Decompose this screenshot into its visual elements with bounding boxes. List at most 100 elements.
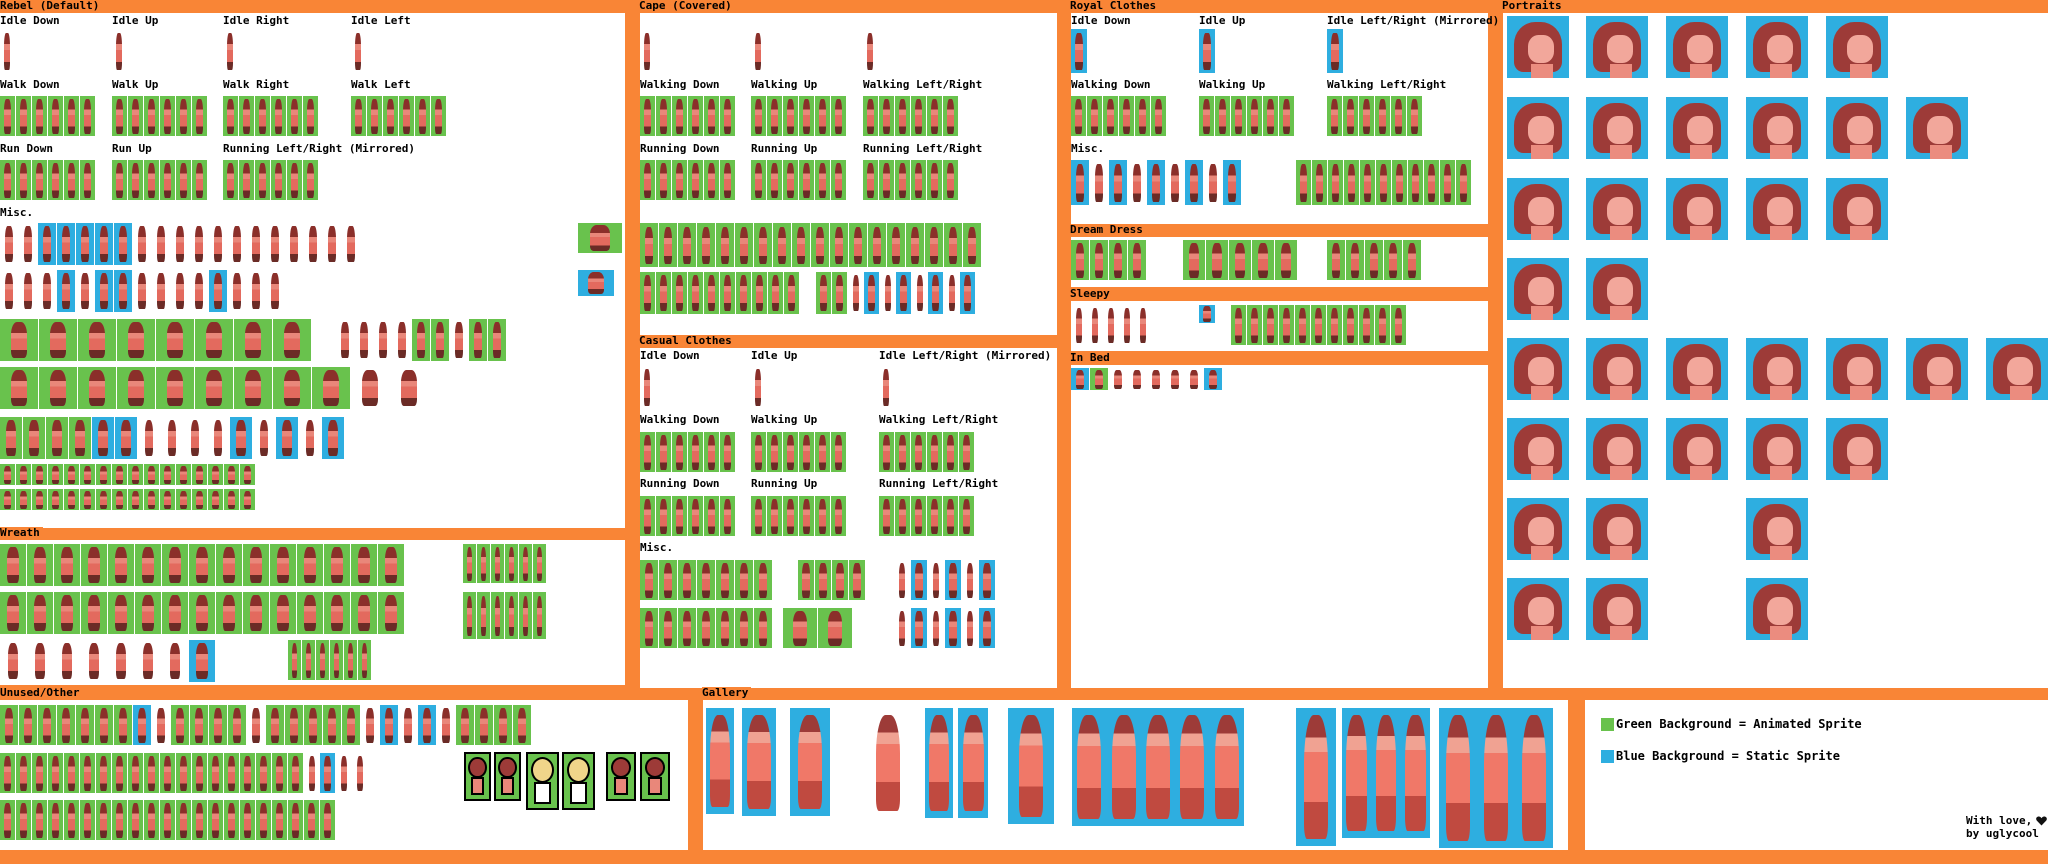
sprite-frame <box>393 319 411 361</box>
sprite-frame <box>848 272 863 314</box>
sprite-frame <box>323 223 341 265</box>
sprite-row <box>1199 96 1295 136</box>
portrait <box>1826 178 1888 240</box>
static-sprite-frame <box>911 608 927 648</box>
sprite-row <box>640 160 736 200</box>
animated-sprite-frame <box>1071 96 1086 136</box>
animated-sprite-frame <box>799 96 814 136</box>
animated-sprite-frame <box>767 432 782 472</box>
animated-sprite-frame <box>494 705 512 745</box>
animated-sprite-frame <box>303 96 318 136</box>
animated-sprite-frame <box>463 544 476 583</box>
animated-sprite-frame <box>0 96 15 136</box>
sprite-frame <box>1185 368 1203 390</box>
sprite-row <box>640 96 736 136</box>
animated-sprite-frame <box>1392 160 1407 205</box>
portrait <box>1666 418 1728 480</box>
animated-sprite-frame <box>156 319 194 361</box>
section-title-cape: Cape (Covered) <box>639 0 735 13</box>
sprite-frame <box>1204 160 1222 205</box>
animated-sprite-frame <box>640 432 655 472</box>
animated-sprite-frame <box>324 592 350 634</box>
sprite-frame <box>81 640 107 682</box>
animated-sprite-frame <box>302 640 315 680</box>
static-sprite-frame <box>945 560 961 600</box>
animated-sprite-frame <box>879 96 894 136</box>
sprite-frame <box>450 319 468 361</box>
static-sprite-frame <box>1199 305 1215 323</box>
animated-sprite-frame <box>1229 240 1251 280</box>
animated-sprite-frame <box>688 96 703 136</box>
animated-sprite-frame <box>735 560 753 600</box>
animated-sprite-frame <box>176 96 191 136</box>
animated-sprite-frame <box>1311 305 1326 345</box>
sprite-frame <box>152 705 170 745</box>
legend-static-swatch <box>1601 750 1614 763</box>
animated-sprite-frame <box>48 160 63 200</box>
label-casual-idle-down: Idle Down <box>640 349 700 362</box>
animated-sprite-frame <box>1103 96 1118 136</box>
static-sprite-frame <box>960 272 975 314</box>
animated-sprite-frame <box>96 464 111 485</box>
animated-sprite-frame <box>533 544 546 583</box>
animated-sprite-frame <box>144 753 159 793</box>
sprite-frame <box>207 417 229 459</box>
animated-sprite-frame <box>1247 96 1262 136</box>
animated-sprite-frame <box>128 464 143 485</box>
sprite-frame <box>351 367 389 409</box>
animated-sprite-frame <box>640 560 658 600</box>
animated-sprite-frame <box>688 272 703 314</box>
sprite-row <box>751 29 766 73</box>
animated-sprite-frame <box>963 223 981 267</box>
portrait <box>1586 418 1648 480</box>
animated-sprite-frame <box>32 753 47 793</box>
legend-animated-swatch <box>1601 718 1614 731</box>
sprite-row <box>640 29 655 73</box>
animated-sprite-frame <box>209 705 227 745</box>
animated-sprite-frame <box>108 592 134 634</box>
animated-sprite-frame <box>431 319 449 361</box>
animated-sprite-frame <box>1090 240 1108 280</box>
animated-sprite-frame <box>505 544 518 583</box>
animated-sprite-frame <box>128 160 143 200</box>
sprite-row <box>288 640 372 680</box>
sprite-row <box>816 272 976 314</box>
portrait <box>1826 97 1888 159</box>
sprite-frame <box>162 640 188 682</box>
sprite-frame <box>1147 368 1165 390</box>
animated-sprite-frame <box>1384 240 1402 280</box>
sprite-row <box>1199 305 1216 323</box>
animated-sprite-frame <box>288 800 303 840</box>
animated-sprite-frame <box>32 489 47 510</box>
gallery-artwork <box>790 708 830 816</box>
animated-sprite-frame <box>160 96 175 136</box>
sprite-frame <box>0 29 14 73</box>
sprite-frame <box>112 29 126 73</box>
portrait <box>1586 498 1648 560</box>
animated-sprite-frame <box>32 160 47 200</box>
animated-sprite-frame <box>849 223 867 267</box>
animated-sprite-frame <box>160 800 175 840</box>
gallery-artwork <box>1072 708 1244 826</box>
animated-sprite-frame <box>704 496 719 536</box>
label-casual-idle-lr: Idle Left/Right (Mirrored) <box>879 349 1052 362</box>
animated-sprite-frame <box>491 592 504 639</box>
gallery-artwork <box>706 708 734 814</box>
animated-sprite-frame <box>640 496 655 536</box>
animated-sprite-frame <box>1391 96 1406 136</box>
animated-sprite-frame <box>1263 96 1278 136</box>
animated-sprite-frame <box>228 705 246 745</box>
animated-sprite-frame <box>224 800 239 840</box>
animated-sprite-frame <box>911 160 926 200</box>
portrait <box>1746 16 1808 78</box>
static-sprite-frame <box>380 705 398 745</box>
animated-sprite-frame <box>303 160 318 200</box>
gallery-artwork <box>863 708 913 818</box>
animated-sprite-frame <box>192 96 207 136</box>
animated-sprite-frame <box>0 544 26 586</box>
sprite-frame <box>0 223 18 265</box>
animated-sprite-frame <box>64 96 79 136</box>
animated-sprite-frame <box>312 367 350 409</box>
animated-sprite-frame <box>0 800 15 840</box>
static-sprite-frame <box>1204 368 1222 390</box>
